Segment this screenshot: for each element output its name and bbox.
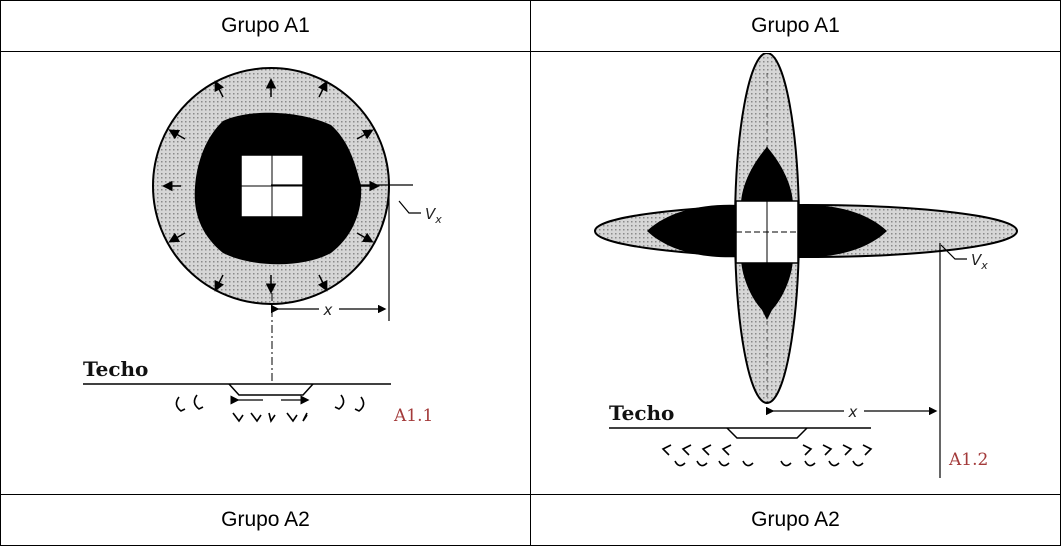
ceiling-label: Techo: [83, 357, 148, 381]
airflow-swirls: [175, 394, 365, 423]
figure-code: A1.2: [948, 450, 988, 470]
four-way-diffuser-diagram: Vx x Techo: [594, 52, 1018, 478]
airflow-swirls: [661, 443, 873, 466]
footer-right: Grupo A2: [530, 494, 1061, 546]
circular-diffuser-diagram: Vx x Techo: [83, 66, 442, 426]
header-left: Grupo A1: [0, 0, 531, 52]
figure-code: A1.1: [393, 406, 433, 426]
figure-right-cell: Vx x Techo: [530, 51, 1061, 495]
footer-left: Grupo A2: [0, 494, 531, 546]
header-right: Grupo A1: [530, 0, 1061, 52]
radial-arrows: [162, 77, 380, 294]
figure-left-cell: Vx x Techo: [0, 51, 531, 495]
ceiling-label: Techo: [609, 401, 674, 425]
vx-label: Vx: [971, 251, 988, 272]
vx-label: Vx: [425, 205, 442, 226]
x-label: x: [323, 301, 333, 319]
x-label: x: [848, 403, 858, 421]
